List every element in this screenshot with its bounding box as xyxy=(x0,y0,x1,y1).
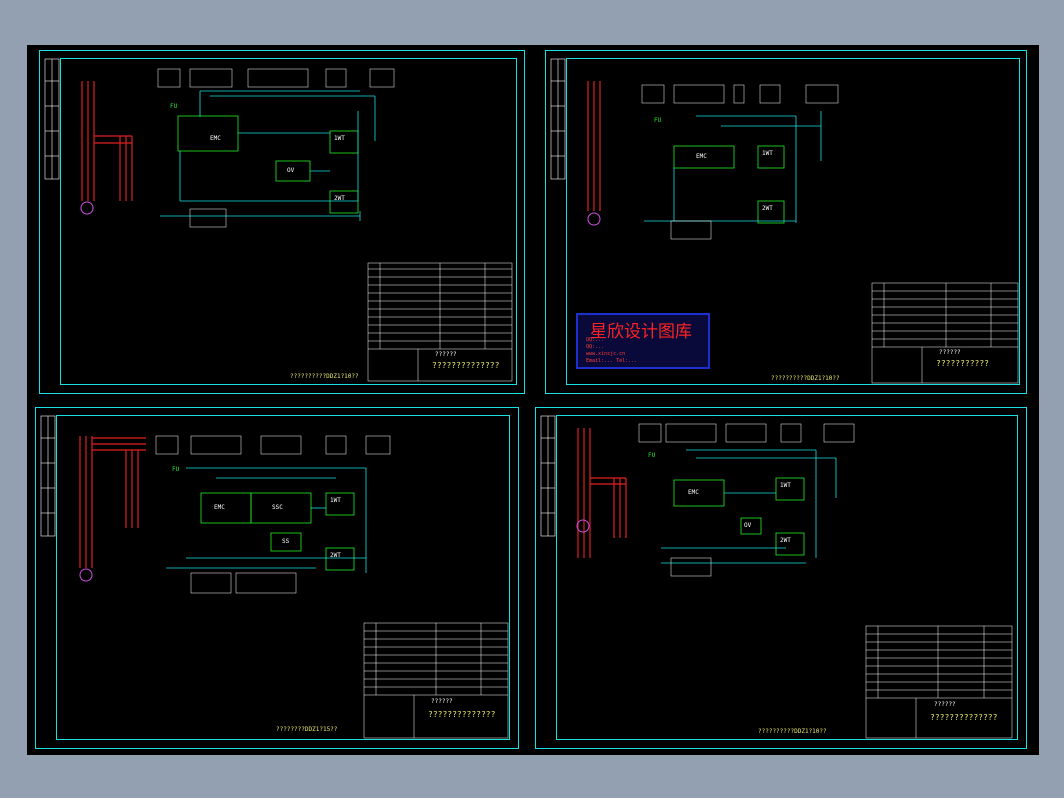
sheet-4-footer: ??????????DDZ1?10?? xyxy=(758,728,827,735)
sheet-3-block-1wt: 1WT xyxy=(330,497,341,504)
sheet-2-control-wiring xyxy=(644,111,822,224)
sheet-2-block-fu: FU xyxy=(654,117,662,124)
watermark-line-3: www.xinsjc.cn xyxy=(586,351,626,357)
sheet-4-block-fu: FU xyxy=(648,452,656,459)
sheet-3-parts-table xyxy=(363,622,509,739)
sheet-4-revision-strip xyxy=(540,415,556,537)
sheet-4-block-emc: EMC xyxy=(688,489,699,496)
sheet-1-tb-title: ?????????????? xyxy=(432,361,500,370)
sheet-4-terminal-blocks xyxy=(638,423,855,577)
sheet-3-footer: ????????DDZ1?15?? xyxy=(276,726,338,733)
sheet-2-tb-header: ?????? xyxy=(939,349,961,356)
sheet-2-parts-table xyxy=(871,282,1019,384)
sheet-2-tb-title: ??????????? xyxy=(936,359,989,368)
sheet-1-terminal-blocks xyxy=(157,68,395,228)
sheet-2-footer: ??????????DDZ1?10?? xyxy=(771,375,840,382)
sheet-3-border xyxy=(56,415,510,740)
sheet-1-block-2wt: 2WT xyxy=(334,195,345,202)
sheet-4-power-circuit xyxy=(577,428,627,558)
sheet-3-terminal-blocks xyxy=(155,435,391,594)
sheet-1-block-fu: FU xyxy=(170,103,178,110)
sheet-2-motor xyxy=(587,212,601,226)
sheet-4-block-ov: OV xyxy=(744,522,752,529)
sheet-3-revision-strip xyxy=(40,415,56,537)
sheet-3-control-wiring xyxy=(166,467,367,573)
sheet-1-footer: ??????????DDZ1?10?? xyxy=(290,373,359,380)
sheet-4-motor xyxy=(576,519,590,533)
sheet-2-border xyxy=(566,58,1020,385)
sheet-3-block-fu: FU xyxy=(172,466,180,473)
sheet-1-block-1wt: 1WT xyxy=(334,135,345,142)
sheet-2-schematic xyxy=(550,58,1019,384)
sheet-3-motor xyxy=(79,568,93,582)
sheet-4-control-wiring xyxy=(661,449,837,564)
sheet-2-power-circuit xyxy=(587,81,601,211)
sheet-1-block-ov: OV xyxy=(287,167,295,174)
sheet-4-schematic xyxy=(540,415,1013,739)
sheet-2-revision-strip xyxy=(550,58,566,180)
sheet-2-block-2wt: 2WT xyxy=(762,205,773,212)
sheet-1-revision-strip xyxy=(44,58,60,180)
sheet-3-power-circuit xyxy=(79,436,146,568)
sheet-4-tb-title: ?????????????? xyxy=(930,713,998,722)
sheet-4-parts-table xyxy=(865,625,1013,739)
watermark-title: 星欣设计图库 xyxy=(590,322,692,342)
sheet-3: EMC SSC SS 1WT 2WT FU ?????? ???????????… xyxy=(35,407,519,749)
sheet-1-parts-table xyxy=(367,262,513,382)
sheet-1: EMC OV 1WT 2WT FU ?????? ?????????????? … xyxy=(39,50,525,394)
sheet-1-power-circuit xyxy=(81,81,133,201)
sheet-4-border xyxy=(556,415,1018,740)
sheet-1-schematic xyxy=(44,58,513,382)
sheet-1-control-wiring xyxy=(160,90,376,221)
sheet-3-tb-title: ?????????????? xyxy=(428,710,496,719)
sheet-2: EMC 1WT 2WT FU 星欣设计图库 QQ:... QQ:... www.… xyxy=(545,50,1027,394)
sheet-2-watermark: 星欣设计图库 QQ:... QQ:... www.xinsjc.cn Email… xyxy=(576,313,710,369)
sheet-3-tb-header: ?????? xyxy=(431,698,453,705)
sheet-1-motor xyxy=(80,201,94,215)
sheet-1-tb-header: ?????? xyxy=(435,351,457,358)
sheet-2-block-1wt: 1WT xyxy=(762,150,773,157)
watermark-line-4: Email:... Tel:... xyxy=(586,358,638,364)
sheet-4-block-2wt: 2WT xyxy=(780,537,791,544)
sheet-3-block-ssc: SSC xyxy=(272,504,283,511)
sheet-2-block-emc: EMC xyxy=(696,153,707,160)
sheet-4-tb-header: ?????? xyxy=(934,701,956,708)
sheet-4-block-1wt: 1WT xyxy=(780,482,791,489)
sheet-3-block-emc: EMC xyxy=(214,504,225,511)
watermark-line-1: QQ:... xyxy=(586,337,605,343)
sheet-3-schematic xyxy=(40,415,509,739)
drawing-canvas: EMC OV 1WT 2WT FU ?????? ?????????????? … xyxy=(27,45,1039,755)
sheet-2-terminal-blocks xyxy=(641,84,839,240)
sheet-1-border xyxy=(60,58,517,385)
sheet-4: EMC OV 1WT 2WT FU ?????? ?????????????? … xyxy=(535,407,1027,749)
sheet-3-block-ss: SS xyxy=(282,538,290,545)
watermark-line-2: QQ:... xyxy=(586,344,605,350)
sheet-1-block-emc: EMC xyxy=(210,135,221,142)
sheet-3-block-2wt: 2WT xyxy=(330,552,341,559)
